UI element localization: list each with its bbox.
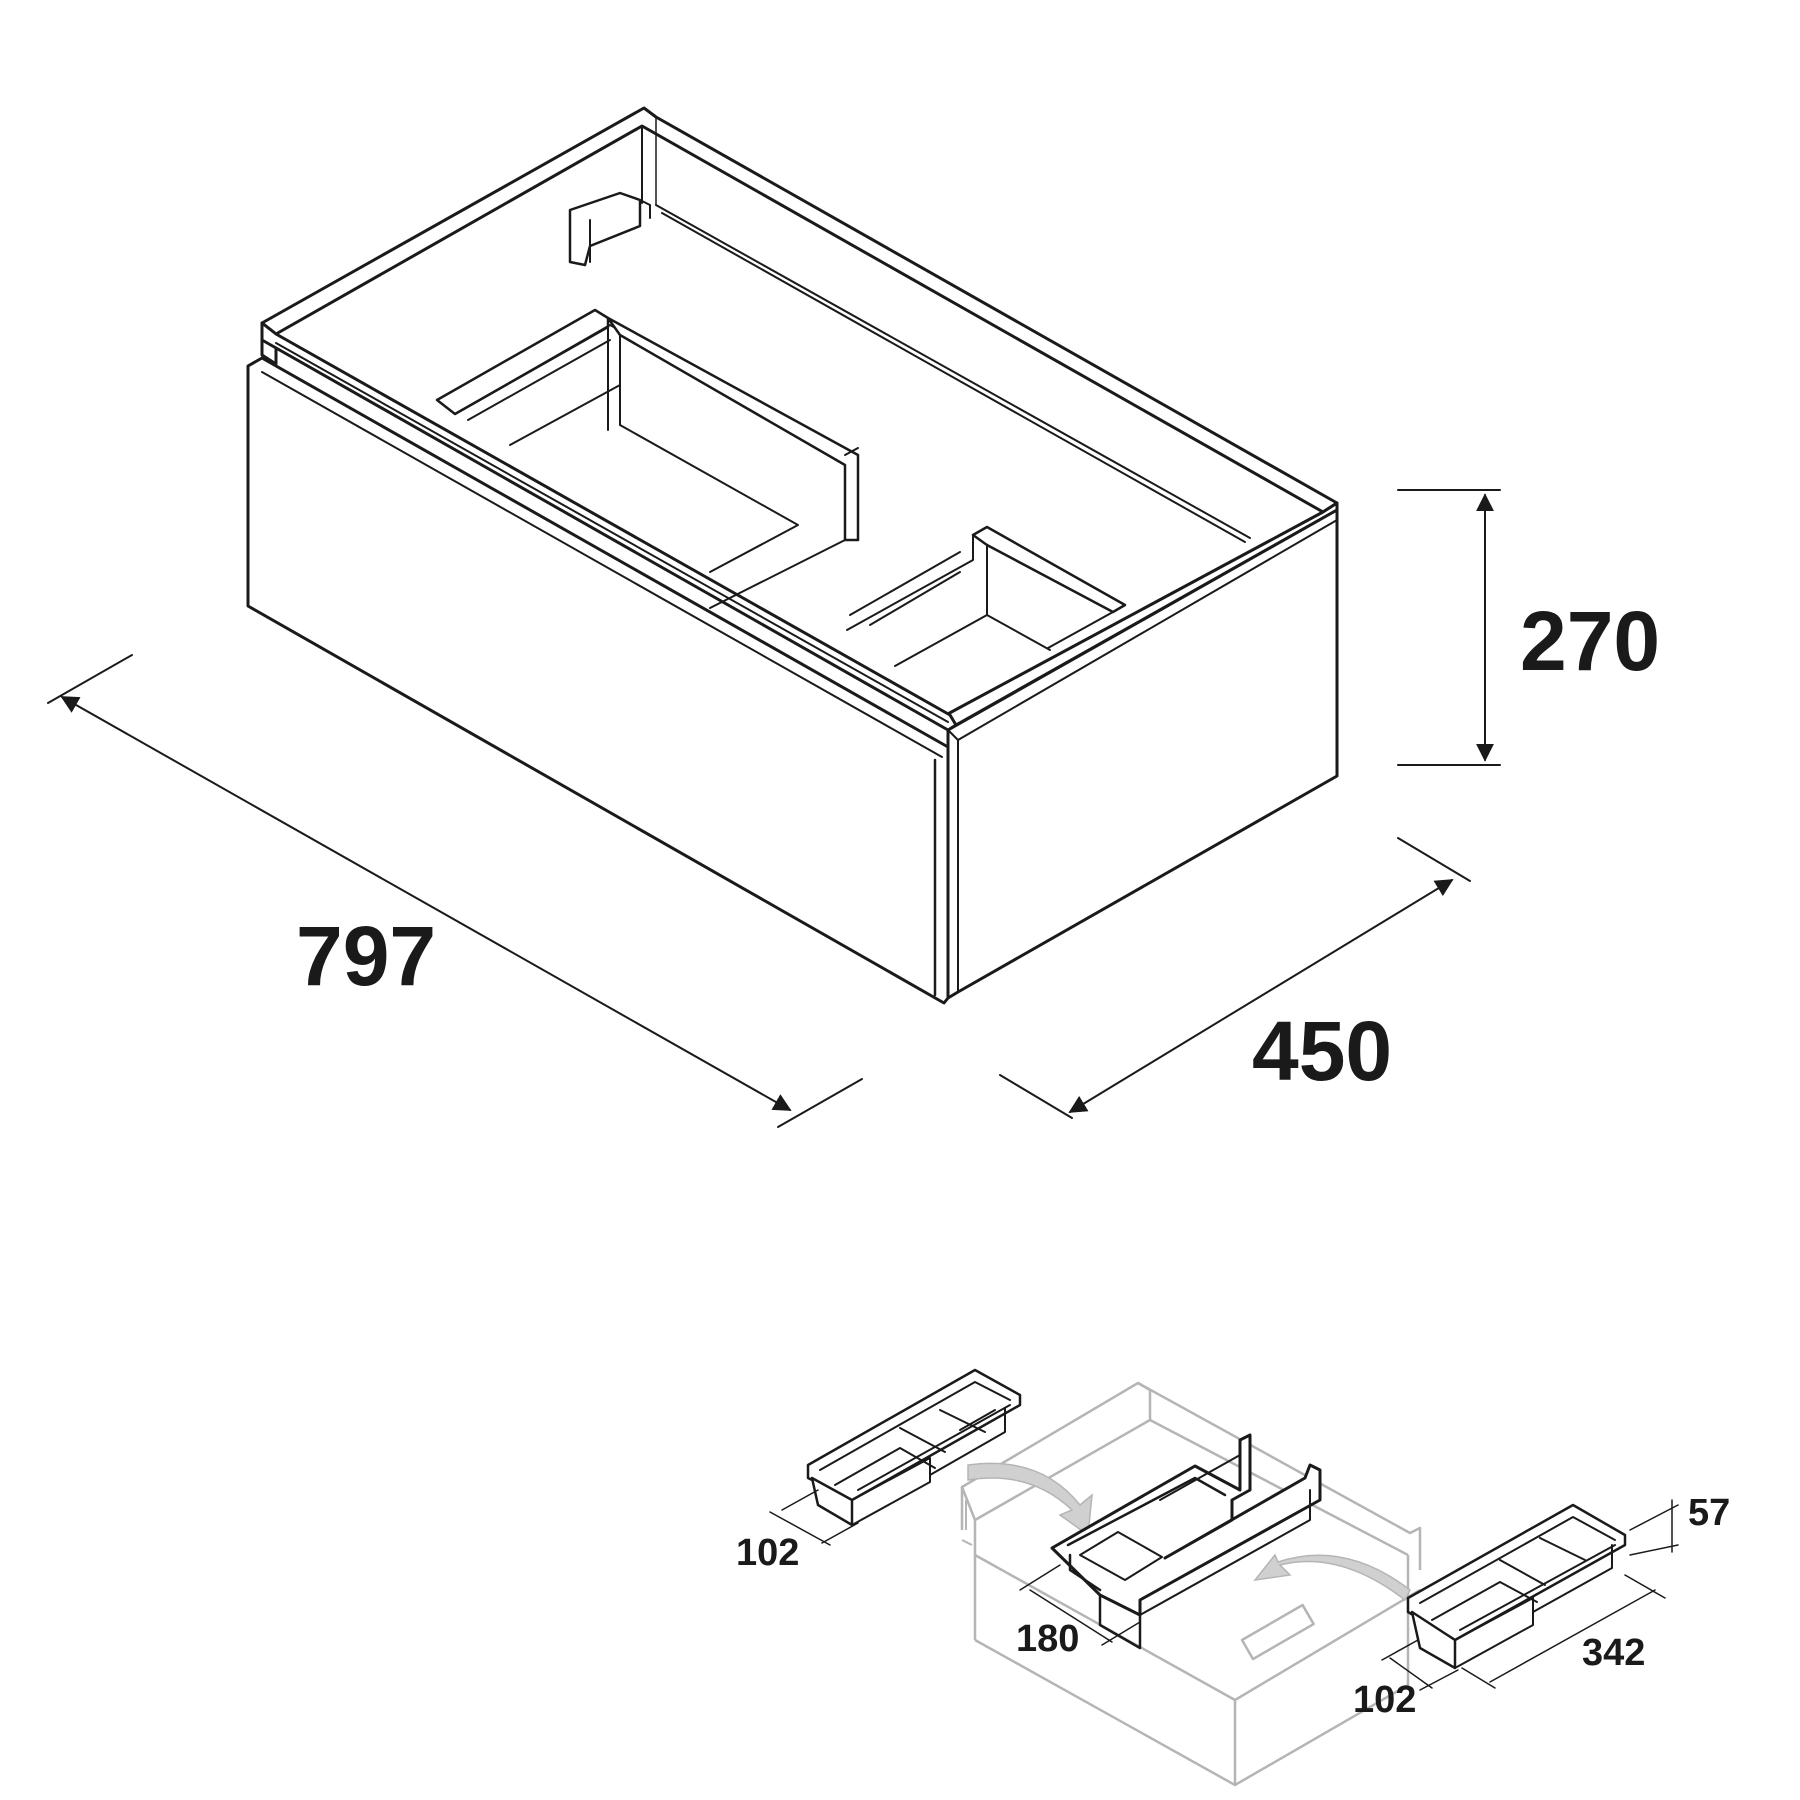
right-small-tray: [1406, 1503, 1627, 1670]
left-tray-width-dimension: 102: [736, 1489, 859, 1574]
right-tray-length-label: 342: [1582, 1632, 1645, 1674]
center-tray-width-label: 180: [1016, 1618, 1079, 1660]
left-drawer-insert: [435, 308, 860, 609]
depth-label: 450: [1252, 1004, 1392, 1098]
left-insert-arrow: [967, 1462, 1093, 1537]
right-tray-length-dimension: 342: [1461, 1574, 1666, 1689]
left-small-tray: [806, 1368, 1022, 1527]
organizer-inserts-drawing: 102 180 102 342 57: [736, 1368, 1730, 1787]
left-tray-width-label: 102: [736, 1532, 799, 1574]
depth-dimension: 450: [999, 837, 1471, 1119]
center-tray-width-dimension: 180: [1016, 1564, 1141, 1660]
height-dimension: 270: [1397, 489, 1660, 766]
right-tray-height-dimension: 57: [1629, 1492, 1730, 1556]
right-tray-width-dimension: 102: [1353, 1639, 1459, 1721]
right-tray-height-label: 57: [1688, 1492, 1730, 1534]
right-drawer-insert: [846, 525, 1127, 667]
center-l-tray: [1050, 1433, 1322, 1650]
width-dimension: 797: [47, 654, 863, 1128]
width-label: 797: [296, 909, 436, 1003]
right-tray-width-label: 102: [1353, 1679, 1416, 1721]
right-insert-arrow: [1253, 1553, 1411, 1602]
height-label: 270: [1520, 594, 1660, 688]
vanity-unit-drawing: 270 797 450: [47, 106, 1660, 1128]
